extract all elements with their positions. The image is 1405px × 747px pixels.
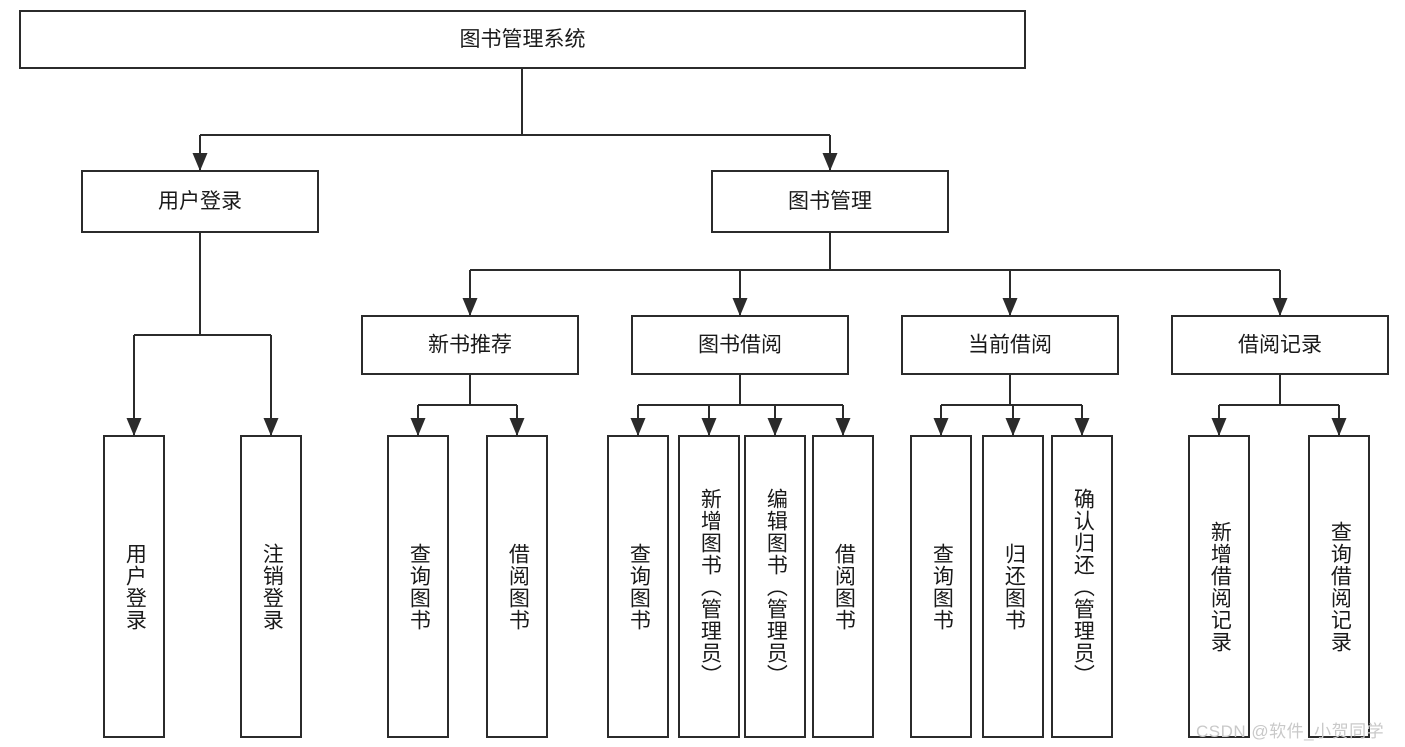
arrow-head-icon-leaf-borrow-book-bb <box>835 418 851 436</box>
arrow-head-icon-leaf-query-book-cb <box>933 418 949 436</box>
arrow-head-icon-leaf-add-book <box>701 418 717 436</box>
leaf-box-leaf-user-logout <box>239 434 303 739</box>
leaf-box-leaf-query-book-bb <box>606 434 670 739</box>
arrow-head-icon-leaf-query-borrow-record <box>1331 418 1347 436</box>
leaf-box-leaf-query-book-cb <box>909 434 973 739</box>
level3-box-current-borrow <box>900 314 1120 376</box>
leaf-box-leaf-user-login <box>102 434 166 739</box>
arrow-head-icon-leaf-user-login <box>126 418 142 436</box>
connector-layer <box>126 68 1347 436</box>
leaf-box-leaf-return-book <box>981 434 1045 739</box>
node-label-user-login: 用户登录 <box>158 190 242 213</box>
leaf-box-leaf-borrow-book-bb <box>811 434 875 739</box>
leaf-box-leaf-add-book <box>677 434 741 739</box>
arrow-head-icon-book-borrow <box>732 298 748 316</box>
node-label-current-borrow: 当前借阅 <box>968 334 1052 357</box>
node-label-new-book-recommend: 新书推荐 <box>428 334 512 357</box>
leaf-box-leaf-edit-book <box>743 434 807 739</box>
node-label-book-manage: 图书管理 <box>788 190 872 213</box>
arrow-head-icon-leaf-query-book-rec <box>410 418 426 436</box>
arrow-head-icon-current-borrow <box>1002 298 1018 316</box>
level3-box-new-book-recommend <box>360 314 580 376</box>
level3-box-borrow-record <box>1170 314 1390 376</box>
arrow-head-icon-leaf-borrow-book-rec <box>509 418 525 436</box>
node-label-book-borrow: 图书借阅 <box>698 334 782 357</box>
box-layer <box>18 9 1390 739</box>
level2-box-user-login <box>80 169 320 234</box>
arrow-head-icon-user-login <box>192 153 208 171</box>
watermark-text: CSDN @软件_小贺同学 <box>1196 722 1385 741</box>
arrow-head-icon-leaf-add-borrow-record <box>1211 418 1227 436</box>
arrow-head-icon-leaf-query-book-bb <box>630 418 646 436</box>
leaf-box-leaf-add-borrow-record <box>1187 434 1251 739</box>
arrow-head-icon-new-book-recommend <box>462 298 478 316</box>
leaf-box-leaf-query-book-rec <box>386 434 450 739</box>
leaf-box-leaf-query-borrow-record <box>1307 434 1371 739</box>
level3-box-book-borrow <box>630 314 850 376</box>
root-box-root <box>18 9 1027 70</box>
arrow-head-icon-borrow-record <box>1272 298 1288 316</box>
node-label-root: 图书管理系统 <box>460 28 586 51</box>
arrow-head-icon-leaf-edit-book <box>767 418 783 436</box>
leaf-box-leaf-borrow-book-rec <box>485 434 549 739</box>
arrow-head-icon-leaf-return-book <box>1005 418 1021 436</box>
arrow-head-icon-leaf-confirm-return <box>1074 418 1090 436</box>
arrow-head-icon-leaf-user-logout <box>263 418 279 436</box>
arrow-head-icon-book-manage <box>822 153 838 171</box>
level2-box-book-manage <box>710 169 950 234</box>
leaf-box-leaf-confirm-return <box>1050 434 1114 739</box>
node-label-borrow-record: 借阅记录 <box>1238 334 1322 357</box>
